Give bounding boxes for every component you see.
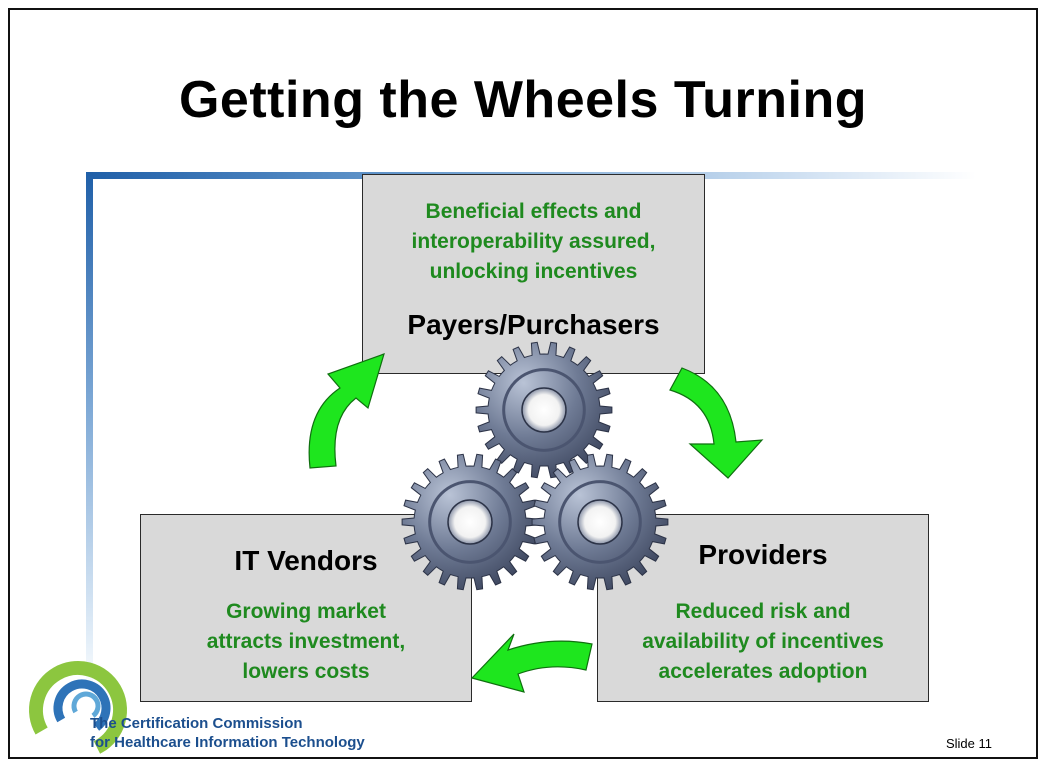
vendors-text-line-1: Growing market — [226, 600, 386, 623]
payers-text-line-3: unlocking incentives — [429, 260, 638, 283]
logo-text-line-2: for Healthcare Information Technology — [90, 734, 365, 751]
side-rule — [86, 172, 93, 692]
arrow-top-right — [669, 367, 764, 479]
gear-left-icon — [401, 453, 539, 591]
payers-text-line-2: interoperability assured, — [411, 230, 656, 253]
providers-text-line-3: accelerates adoption — [658, 660, 868, 683]
payers-heading: Payers/Purchasers — [407, 309, 660, 340]
vendors-text-line-3: lowers costs — [242, 660, 370, 683]
gear-top-icon — [475, 341, 613, 479]
vendors-text-line-2: attracts investment, — [206, 630, 406, 653]
vendors-box: IT Vendors Growing market attracts inves… — [140, 514, 472, 702]
slide-number: Slide 11 — [945, 736, 992, 751]
gear-right-icon — [531, 453, 669, 591]
providers-text-line-1: Reduced risk and — [675, 600, 851, 623]
gears-cluster — [401, 341, 669, 591]
diagram-graphics — [29, 341, 764, 757]
providers-text-line-2: availability of incentives — [642, 630, 884, 653]
providers-heading: Providers — [698, 539, 828, 570]
arrow-left-up — [308, 353, 385, 469]
vendors-heading: IT Vendors — [234, 545, 378, 576]
arrow-bottom — [470, 633, 593, 693]
cchit-logo-icon — [29, 660, 127, 757]
slide-title: Getting the Wheels Turning — [178, 71, 867, 129]
slide: Getting the Wheels Turning Beneficial ef… — [8, 8, 1038, 759]
logo-text-line-1: The Certification Commission — [90, 715, 303, 732]
providers-box: Providers Reduced risk and availability … — [597, 514, 929, 702]
payers-box: Beneficial effects and interoperability … — [362, 174, 705, 374]
payers-text-line-1: Beneficial effects and — [425, 200, 642, 223]
